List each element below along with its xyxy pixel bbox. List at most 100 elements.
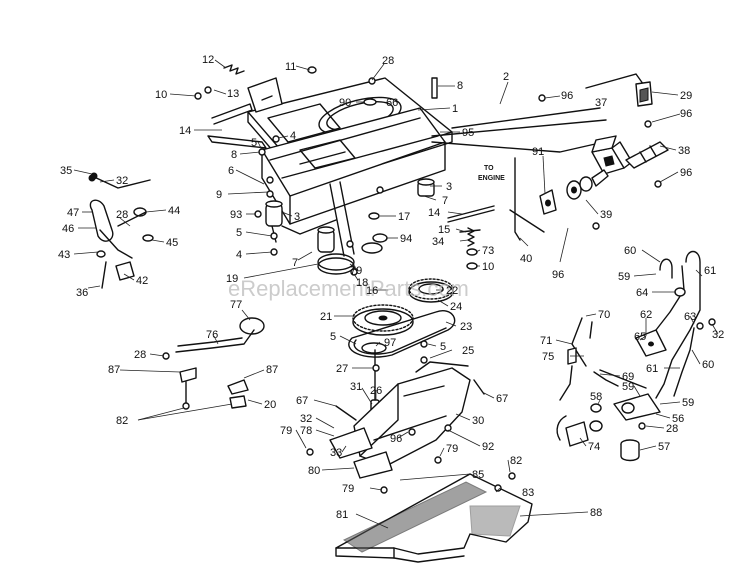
callout-60: 60 bbox=[624, 245, 636, 257]
callout-61: 61 bbox=[704, 265, 716, 277]
watermark: eReplacementParts.com bbox=[228, 276, 469, 301]
callout-79: 79 bbox=[350, 265, 362, 277]
small-pulley bbox=[317, 242, 383, 275]
callout-29: 29 bbox=[680, 90, 692, 102]
idler-arm bbox=[175, 317, 265, 409]
arm-56 bbox=[613, 393, 661, 421]
callout-70: 70 bbox=[598, 309, 610, 321]
callout-28: 28 bbox=[382, 55, 394, 67]
cable-pin bbox=[625, 141, 669, 169]
callout-69: 69 bbox=[622, 371, 634, 383]
bumper-57 bbox=[620, 439, 640, 462]
callout-59: 59 bbox=[618, 271, 630, 283]
callout-14: 14 bbox=[428, 207, 440, 219]
callout-22: 22 bbox=[446, 285, 458, 297]
callout-94: 94 bbox=[400, 233, 412, 245]
callout-17: 17 bbox=[398, 211, 410, 223]
lift-linkage bbox=[88, 174, 154, 289]
bracket-91 bbox=[539, 189, 557, 215]
callout-73: 73 bbox=[482, 245, 494, 257]
callout-82: 82 bbox=[116, 415, 128, 427]
callout-28: 28 bbox=[116, 209, 128, 221]
callout-26: 26 bbox=[370, 385, 382, 397]
bracket-67a bbox=[335, 405, 357, 421]
callout-14: 14 bbox=[179, 125, 191, 137]
spindle-right bbox=[417, 178, 435, 197]
callout-62: 62 bbox=[640, 309, 652, 321]
callout-34: 34 bbox=[432, 236, 444, 248]
callout-8: 8 bbox=[457, 80, 463, 92]
belt-guard bbox=[353, 361, 471, 467]
gear-large bbox=[352, 304, 414, 336]
hardware-fasteners bbox=[90, 77, 716, 494]
callout-63: 63 bbox=[684, 311, 696, 323]
callout-43: 43 bbox=[58, 249, 70, 261]
spindle-left bbox=[265, 200, 335, 253]
callout-67: 67 bbox=[496, 393, 508, 405]
mount-bracket bbox=[329, 427, 393, 479]
callout-5: 5 bbox=[251, 137, 257, 149]
callout-5: 5 bbox=[236, 227, 242, 239]
callout-80: 80 bbox=[308, 465, 320, 477]
callout-35: 35 bbox=[60, 165, 72, 177]
callout-40: 40 bbox=[520, 253, 532, 265]
callout-59: 59 bbox=[682, 397, 694, 409]
rod-14-left bbox=[207, 135, 267, 149]
callout-11: 11 bbox=[285, 61, 296, 73]
callout-19: 19 bbox=[226, 273, 238, 285]
nut-58 bbox=[590, 403, 602, 413]
callout-9: 9 bbox=[216, 189, 222, 201]
callout-79: 79 bbox=[342, 483, 354, 495]
callout-10: 10 bbox=[155, 89, 167, 101]
callout-45: 45 bbox=[166, 237, 178, 249]
callout-44: 44 bbox=[168, 205, 180, 217]
callout-93: 93 bbox=[230, 209, 242, 221]
callout-96: 96 bbox=[390, 433, 402, 445]
callout-60: 60 bbox=[702, 359, 714, 371]
callout-81: 81 bbox=[336, 509, 348, 521]
callout-95: 95 bbox=[462, 127, 474, 139]
callout-66: 66 bbox=[386, 97, 398, 109]
bracket-67b bbox=[473, 379, 485, 395]
callout-1: 1 bbox=[452, 103, 458, 115]
callout-6: 6 bbox=[228, 165, 234, 177]
bail-assembly bbox=[635, 250, 701, 399]
callout-12: 12 bbox=[202, 54, 214, 66]
callout-37: 37 bbox=[595, 97, 607, 109]
gear-right bbox=[408, 278, 454, 303]
lever-40 bbox=[509, 157, 545, 241]
callout-32: 32 bbox=[116, 175, 128, 187]
callout-57: 57 bbox=[658, 441, 670, 453]
callout-28: 28 bbox=[134, 349, 146, 361]
callout-65: 65 bbox=[634, 331, 646, 343]
callout-83: 83 bbox=[522, 487, 534, 499]
callout-88: 88 bbox=[590, 507, 602, 519]
callout-97: 97 bbox=[384, 337, 396, 349]
callout-79: 79 bbox=[446, 443, 458, 455]
rod-14 bbox=[447, 205, 495, 223]
spring bbox=[466, 227, 478, 270]
callout-31: 31 bbox=[350, 381, 362, 393]
callout-67: 67 bbox=[296, 395, 308, 407]
callout-36: 36 bbox=[76, 287, 88, 299]
callout-78: 78 bbox=[300, 425, 312, 437]
callout-77: 77 bbox=[230, 299, 242, 311]
callout-61: 61 bbox=[646, 363, 658, 375]
callout-28: 28 bbox=[666, 423, 678, 435]
callout-71: 71 bbox=[540, 335, 552, 347]
callout-13: 13 bbox=[227, 88, 239, 100]
callout-5: 5 bbox=[330, 331, 336, 343]
rod-15 bbox=[459, 229, 481, 233]
callout-46: 46 bbox=[62, 223, 74, 235]
callout-3: 3 bbox=[294, 211, 300, 223]
callout-2: 2 bbox=[503, 71, 509, 83]
callout-82: 82 bbox=[510, 455, 522, 467]
callout-87: 87 bbox=[108, 364, 120, 376]
callout-labels: 12 11 28 8 2 96 29 10 13 90 66 1 37 96 1… bbox=[58, 54, 724, 521]
callout-85: 85 bbox=[472, 469, 484, 481]
callout-33: 33 bbox=[330, 447, 342, 459]
callout-18: 18 bbox=[356, 277, 368, 289]
callout-58: 58 bbox=[590, 391, 602, 403]
callout-32: 32 bbox=[300, 413, 312, 425]
